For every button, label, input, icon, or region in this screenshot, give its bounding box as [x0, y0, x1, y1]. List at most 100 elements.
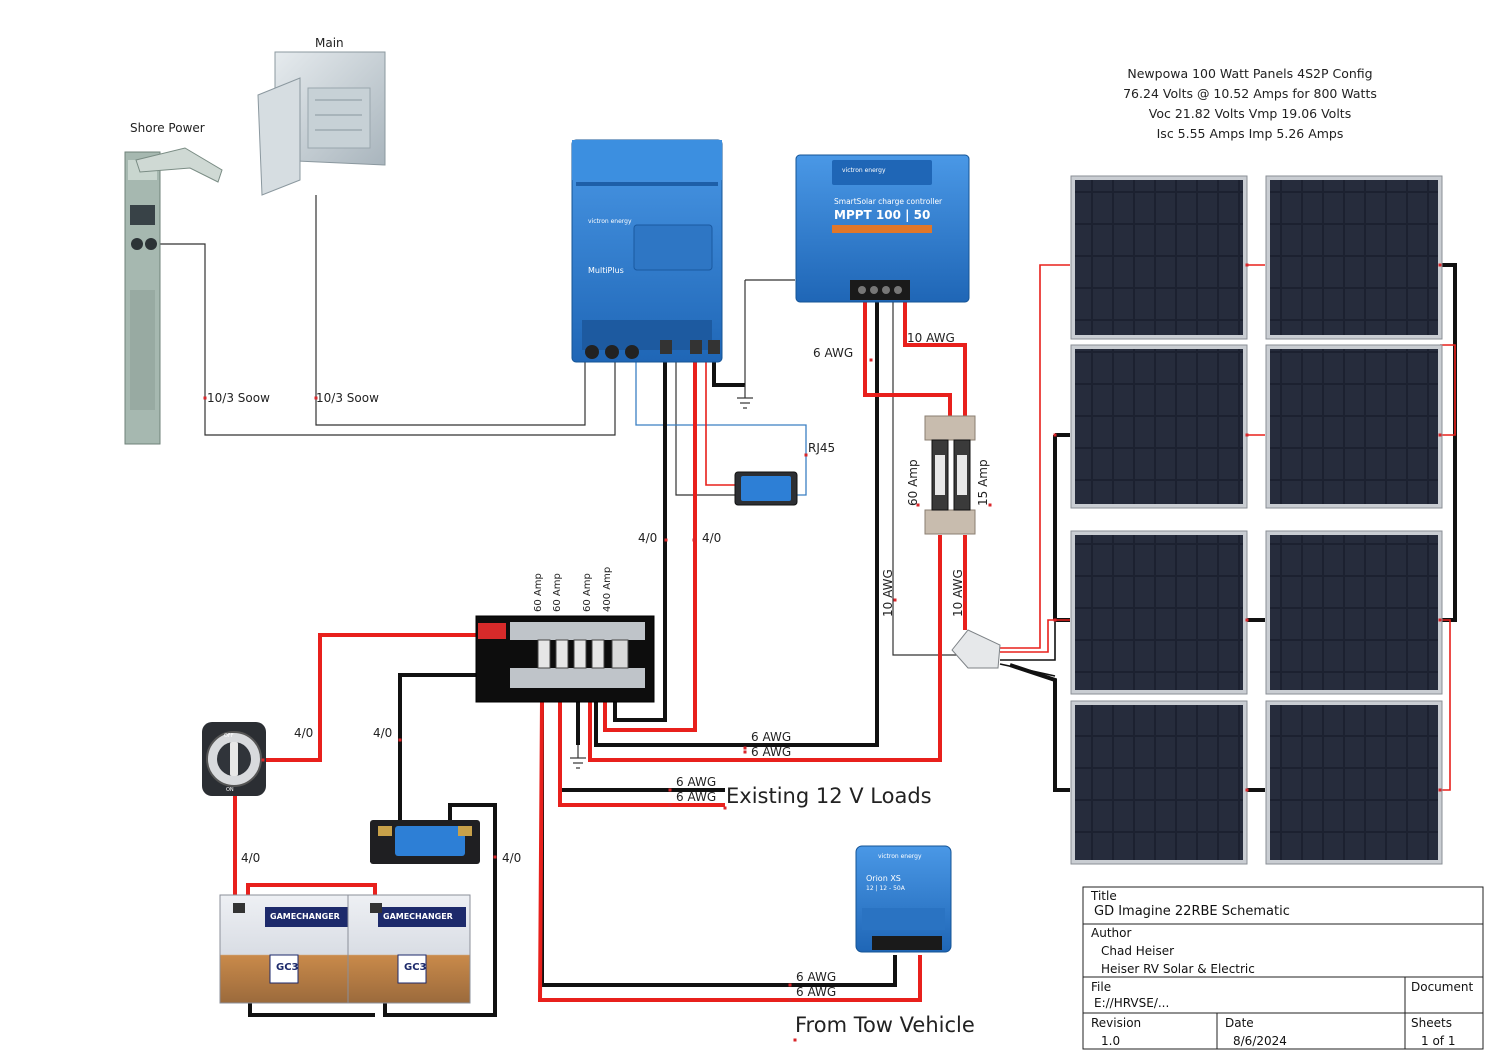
connection-dot [743, 746, 747, 750]
tow-6awg-a-label: 6 AWG [796, 970, 837, 984]
panel-specs: Newpowa 100 Watt Panels 4S2P Config 76.2… [1090, 64, 1410, 144]
connection-dot [1245, 433, 1249, 437]
connection-dot [793, 1038, 797, 1042]
shunt-cable-label: 4/0 [373, 726, 393, 740]
cable-label-10-3-b: 10/3 Soow [316, 391, 379, 405]
connection-dot [233, 855, 237, 859]
solar-panel [1070, 175, 1248, 340]
main-panel-label: Main [315, 36, 344, 50]
connection-dot [916, 503, 920, 507]
shore-power-label: Shore Power [130, 121, 205, 135]
connection-dot [203, 396, 207, 400]
revision-value: 1.0 [1101, 1034, 1121, 1048]
connection-dot [692, 538, 696, 542]
connection-markers [203, 263, 1442, 1042]
main-panel [257, 51, 386, 196]
positive-thin-wires [705, 264, 1456, 791]
battery-left-cable-label: 4/0 [241, 851, 261, 865]
connection-dot [1053, 433, 1057, 437]
mppt-model: MPPT 100 | 50 [834, 208, 931, 222]
solar-panel [1265, 344, 1443, 509]
orion-subtitle: 12 | 12 - 50A [866, 885, 905, 892]
thin-ac-wires [160, 195, 960, 656]
existing-loads-label: Existing 12 V Loads [726, 784, 932, 808]
solar-panel [1265, 700, 1443, 865]
panel-spec-line: Isc 5.55 Amps Imp 5.26 Amps [1156, 126, 1344, 141]
mppt-output-6awg-a-label: 6 AWG [751, 730, 792, 744]
battery-2-model: GC3 [404, 962, 427, 973]
connection-dot [893, 598, 897, 602]
signal-wires [635, 355, 807, 496]
file-value: E://HRVSE/... [1094, 996, 1170, 1010]
connection-dot [963, 598, 967, 602]
orion-dc-dc-charger [855, 845, 952, 953]
switch-cable-label: 4/0 [294, 726, 314, 740]
connection-dot [1438, 788, 1442, 792]
connection-dot [261, 758, 265, 762]
inverter-model: MultiPlus [588, 266, 624, 275]
bus-fuse-4-label: 400 Amp [602, 566, 613, 612]
title-value: GD Imagine 22RBE Schematic [1094, 904, 1290, 919]
mppt-6awg-label: 6 AWG [813, 346, 854, 360]
battery-1-brand: GAMECHANGER [270, 912, 340, 921]
connection-dot [1245, 263, 1249, 267]
mppt-10awg-label: 10 AWG [907, 331, 955, 345]
date-value: 8/6/2024 [1233, 1034, 1287, 1048]
loads-6awg-b-label: 6 AWG [676, 790, 717, 804]
solar-array [1070, 175, 1443, 865]
switch-on-label: ON [226, 787, 234, 793]
mppt-output-6awg-b-label: 6 AWG [751, 745, 792, 759]
fuse-15amp-label: 15 Amp [976, 459, 990, 506]
panel-spec-line: 76.24 Volts @ 10.52 Amps for 800 Watts [1123, 86, 1377, 101]
sheets-label: Sheets [1411, 1016, 1452, 1030]
connection-dot [723, 806, 727, 810]
panel-spec-line: Newpowa 100 Watt Panels 4S2P Config [1127, 66, 1373, 81]
connection-dot [668, 803, 672, 807]
mppt-brand: victron energy [842, 167, 886, 174]
inverter-brand: victron energy [588, 218, 632, 225]
inverter-neg-cable-label: 4/0 [638, 531, 658, 545]
solar-panel [1265, 175, 1443, 340]
shore-power-pedestal [124, 147, 223, 445]
connection-dot [743, 750, 747, 754]
cable-label-10-3-a: 10/3 Soow [207, 391, 270, 405]
connection-dot [1053, 618, 1057, 622]
document-label: Document [1411, 980, 1474, 994]
switch-off-label: OFF [224, 733, 234, 739]
connection-dot [398, 738, 402, 742]
author-name: Chad Heiser [1101, 944, 1175, 958]
mc4-branch-connector [951, 629, 1001, 669]
connection-dot [788, 998, 792, 1002]
connection-dot [988, 503, 992, 507]
connection-dot [869, 358, 873, 362]
ground-symbol [737, 385, 753, 409]
panel-spec-line: Voc 21.82 Volts Vmp 19.06 Volts [1148, 106, 1352, 121]
battery-1-model: GC3 [276, 962, 299, 973]
connection-dot [1438, 618, 1442, 622]
rj45-label: RJ45 [808, 441, 836, 455]
battery-right-cable-label: 4/0 [502, 851, 522, 865]
solar-panel [1265, 530, 1443, 695]
bus-fuse-2-label: 60 Amp [552, 573, 563, 612]
from-tow-vehicle-label: From Tow Vehicle [795, 1013, 975, 1037]
connection-dot [664, 538, 668, 542]
tow-6awg-b-label: 6 AWG [796, 985, 837, 999]
orion-brand: victron energy [878, 853, 922, 860]
pv-positive-10awg-label: 10 AWG [951, 569, 965, 617]
connection-dot [1438, 263, 1442, 267]
sheets-value: 1 of 1 [1421, 1034, 1456, 1048]
connection-dot [668, 788, 672, 792]
orion-model: Orion XS [866, 874, 901, 883]
smart-shunt [370, 820, 480, 864]
battery-monitor [734, 471, 798, 506]
pv-negative-10awg-label: 10 AWG [881, 569, 895, 617]
author-label: Author [1091, 926, 1132, 940]
bus-fuse-3-label: 60 Amp [582, 573, 593, 612]
solar-panel [1070, 344, 1248, 509]
bus-fuse-1-label: 60 Amp [533, 573, 544, 612]
solar-panel [1070, 700, 1248, 865]
multiplus-inverter [571, 139, 723, 363]
connection-dot [493, 855, 497, 859]
battery-2 [347, 894, 471, 1004]
